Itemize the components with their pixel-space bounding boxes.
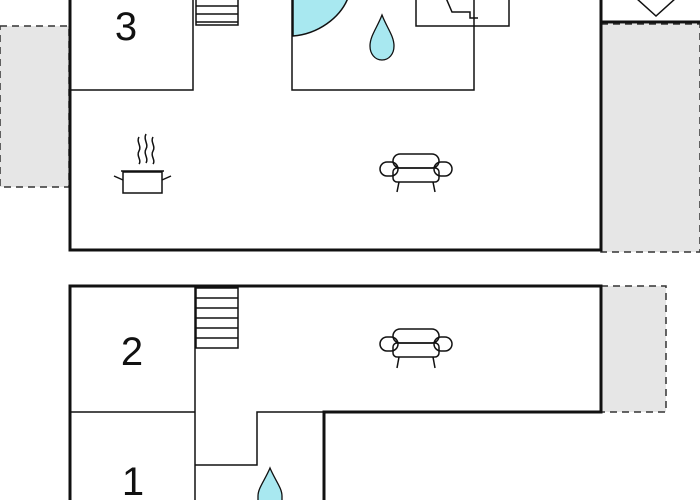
sofa-icon <box>379 328 453 369</box>
closet-cross-mark <box>637 0 675 18</box>
toilet-cubicle <box>415 0 510 27</box>
toilet-icon <box>446 0 478 19</box>
room-1-number: 1 <box>122 460 144 500</box>
sofa-icon <box>379 153 453 193</box>
room-2-number: 2 <box>121 330 143 374</box>
terrace-left-upper <box>0 25 70 188</box>
bathroom-wall <box>291 0 475 91</box>
stairs-icon <box>195 287 239 349</box>
lower-floor-outer-wall <box>68 284 603 500</box>
room-3-number: 3 <box>115 5 137 49</box>
terrace-right-upper <box>600 23 700 253</box>
lower-floor: 2 1 <box>68 284 603 500</box>
terrace-right-lower <box>600 285 667 413</box>
water-drop-icon <box>369 13 395 61</box>
lower-bathroom-wall <box>195 411 324 466</box>
stairs-icon <box>195 0 239 26</box>
cooking-pot-icon <box>113 133 172 194</box>
upper-closet-wall <box>599 0 700 24</box>
upper-floor: 3 <box>68 0 700 252</box>
water-drop-icon <box>257 466 283 500</box>
room-3-wall <box>70 0 194 91</box>
bathtub-icon <box>292 0 348 37</box>
upper-floor-outer-wall <box>68 0 603 252</box>
